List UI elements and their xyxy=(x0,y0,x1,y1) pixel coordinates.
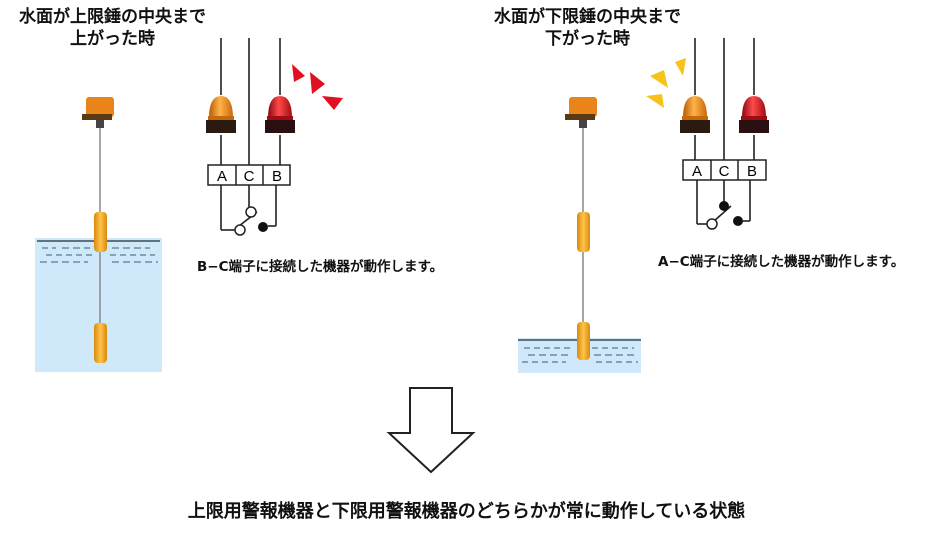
orange-warning-light-icon xyxy=(680,96,710,133)
right-title-line1: 水面が下限錘の中央まで xyxy=(494,7,681,27)
left-lower-float xyxy=(94,323,107,363)
right-wiring xyxy=(694,38,755,225)
float-switch-head-icon xyxy=(565,97,597,128)
right-upper-float xyxy=(577,212,590,252)
right-terminal-b: B xyxy=(747,163,757,180)
orange-warning-light-icon xyxy=(206,96,236,133)
left-terminal-c: C xyxy=(244,168,255,185)
left-terminal-b: B xyxy=(272,168,282,185)
right-caption: A−C端子に接続した機器が動作します。 xyxy=(658,254,905,270)
left-caption: B−C端子に接続した機器が動作します。 xyxy=(197,259,444,275)
left-title: 水面が上限錘の中央まで 上がった時 xyxy=(10,6,215,50)
right-contacts xyxy=(706,201,743,230)
left-title-line1: 水面が上限錘の中央まで xyxy=(19,7,206,27)
down-arrow-icon xyxy=(386,387,476,474)
right-lower-float xyxy=(577,322,590,360)
right-terminal-c: C xyxy=(719,163,730,180)
float-switch-head-icon xyxy=(82,97,114,128)
red-warning-light-icon xyxy=(739,96,769,133)
left-wiring xyxy=(220,38,281,231)
right-terminal-a: A xyxy=(692,163,702,180)
conclusion-text: 上限用警報機器と下限用警報機器のどちらかが常に動作している状態 xyxy=(187,501,746,522)
left-title-line2: 上がった時 xyxy=(70,29,155,49)
left-terminal-a: A xyxy=(217,168,227,185)
left-contacts xyxy=(234,206,268,236)
right-title-line2: 下がった時 xyxy=(545,29,630,49)
right-title: 水面が下限錘の中央まで 下がった時 xyxy=(485,6,690,50)
left-terminal-block: A C B xyxy=(207,164,291,186)
right-terminal-block: A C B xyxy=(682,159,767,181)
red-warning-light-icon xyxy=(265,96,295,133)
left-float-switch xyxy=(35,97,162,372)
left-upper-float xyxy=(94,212,107,252)
yellow-flash-indicator-icon xyxy=(646,58,686,108)
red-flash-indicator-icon xyxy=(292,64,343,110)
right-float-switch xyxy=(518,97,641,373)
